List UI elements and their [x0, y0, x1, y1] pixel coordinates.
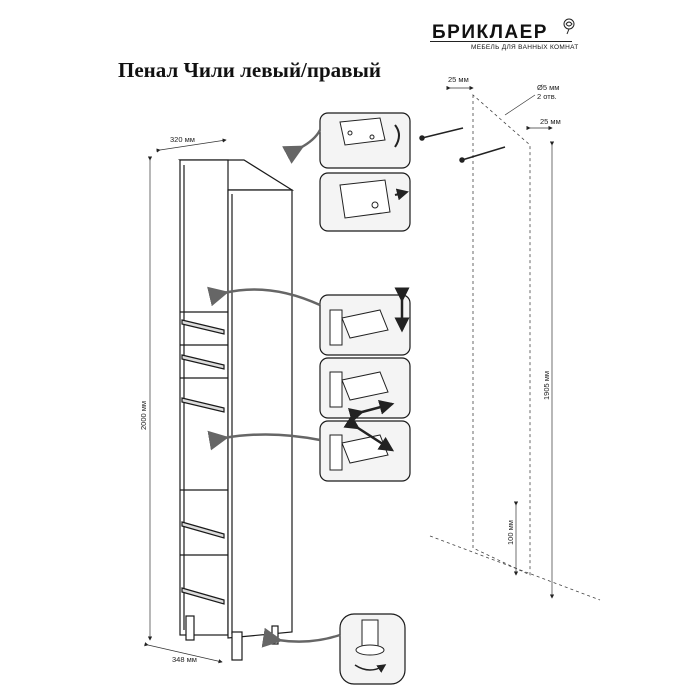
leg-offset-label: 100 мм: [506, 520, 515, 545]
screw-icon: [459, 146, 506, 163]
brand-name: БРИКЛАЕР: [432, 22, 548, 43]
wall-height-label: 1905 мм: [542, 371, 551, 400]
wall-dimension-lines: [446, 85, 555, 599]
height-dimension-label: 2000 мм: [139, 401, 148, 430]
brand-divider: [430, 41, 572, 42]
page-title: Пенал Чили левый/правый: [118, 58, 382, 82]
hole-diameter-label: Ø5 мм: [537, 83, 559, 92]
rose-logo-icon: [563, 18, 575, 35]
hole-offset-right-label: 25 мм: [540, 117, 561, 126]
adjustable-leg-icon: [354, 619, 387, 673]
hanger-bracket-icon: [339, 117, 409, 219]
hole-count-label: 2 отв.: [537, 92, 557, 101]
hinge-icon: [329, 287, 410, 471]
depth-dimension-label: 348 мм: [172, 655, 197, 664]
cabinet-dimension-lines: [144, 138, 227, 664]
brand-tagline: МЕБЕЛЬ ДЛЯ ВАННЫХ КОМНАТ: [471, 44, 579, 51]
width-dimension-label: 320 мм: [170, 135, 195, 144]
hole-offset-left-label: 25 мм: [448, 75, 469, 84]
screw-icon: [419, 127, 464, 141]
leader-arrows: [207, 129, 341, 648]
cabinet-drawing: [177, 159, 295, 661]
wall-outline: [429, 94, 601, 601]
